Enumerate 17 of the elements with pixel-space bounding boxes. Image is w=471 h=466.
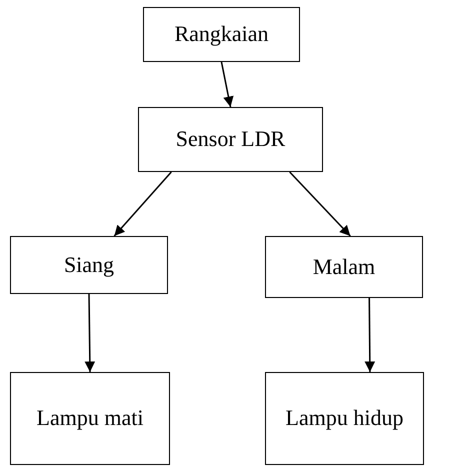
process-box bbox=[143, 7, 300, 62]
process-box bbox=[138, 107, 323, 172]
box-label: Sensor LDR bbox=[176, 125, 286, 154]
arrow bbox=[220, 62, 234, 108]
process-box bbox=[265, 372, 424, 465]
box-label: Rangkaian bbox=[174, 20, 269, 48]
arrow bbox=[114, 172, 172, 236]
arrow bbox=[84, 294, 96, 372]
arrow bbox=[289, 171, 351, 237]
process-box bbox=[10, 372, 170, 465]
box-label: Malam bbox=[312, 252, 376, 281]
arrow bbox=[364, 298, 376, 372]
box-label: Lampu mati bbox=[36, 404, 144, 432]
process-box bbox=[10, 236, 168, 294]
box-label: Lampu hidup bbox=[286, 404, 404, 432]
box-label: Siang bbox=[64, 250, 114, 279]
process-box bbox=[265, 236, 423, 298]
